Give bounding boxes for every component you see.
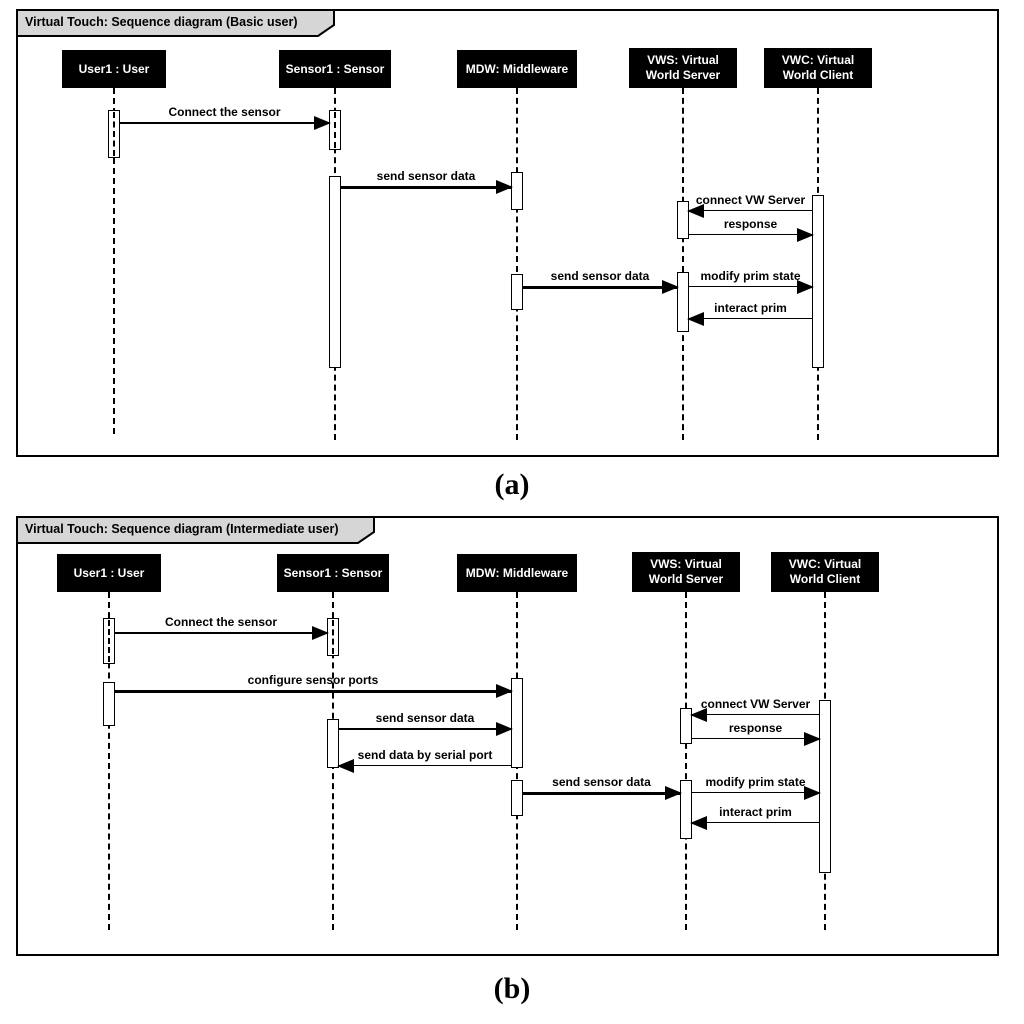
arrowhead-right-icon (797, 228, 814, 242)
message-label: send sensor data (376, 169, 476, 183)
activation-dash (113, 112, 115, 156)
activation-a-mdw-2 (511, 274, 523, 310)
arrowhead-left-icon (690, 708, 707, 722)
message-label: interact prim (714, 301, 787, 315)
message-line (115, 632, 327, 634)
arrowhead-right-icon (312, 626, 329, 640)
message-line (692, 714, 819, 715)
message-label: send sensor data (550, 269, 650, 283)
activation-a-vws-1 (677, 201, 689, 239)
message-label: send sensor data (552, 775, 651, 789)
message-line (692, 738, 819, 739)
arrowhead-left-icon (687, 204, 704, 218)
activation-b-mdw-2 (511, 780, 523, 816)
message-label: connect VW Server (700, 697, 811, 711)
panel-b-title: Virtual Touch: Sequence diagram (Interme… (25, 522, 339, 536)
message-label: interact prim (719, 805, 792, 819)
activation-b-user1-2 (103, 682, 115, 726)
message-label: response (723, 217, 778, 231)
caption-a: (a) (494, 468, 530, 501)
activation-a-sensor1-1 (329, 110, 341, 150)
message-label: modify prim state (700, 269, 801, 283)
panel-a-title: Virtual Touch: Sequence diagram (Basic u… (25, 15, 298, 29)
activation-a-vws-2 (677, 272, 689, 332)
arrowhead-right-icon (314, 116, 331, 130)
panel-b-title-tab: Virtual Touch: Sequence diagram (Interme… (16, 516, 376, 544)
message-line (689, 210, 812, 211)
message-line (523, 286, 677, 289)
lifeline-header-a-mdw: MDW: Middleware (457, 50, 577, 88)
message-label: configure sensor ports (247, 673, 379, 687)
lifeline-header-a-sensor1: Sensor1 : Sensor (279, 50, 391, 88)
activation-b-vws-2 (680, 780, 692, 839)
activation-dash (332, 620, 334, 654)
message-label: Connect the sensor (168, 105, 281, 119)
arrowhead-right-icon (662, 280, 679, 294)
arrowhead-right-icon (665, 786, 682, 800)
arrowhead-left-icon (687, 312, 704, 326)
lifeline-header-b-vws: VWS: Virtual World Server (632, 552, 740, 592)
message-line (523, 792, 680, 795)
lifeline-header-b-sensor1: Sensor1 : Sensor (277, 554, 389, 592)
message-line (339, 765, 511, 766)
panel-b-tab-shape-icon (16, 516, 375, 544)
message-line (341, 186, 511, 189)
message-line (692, 822, 819, 823)
lifeline-header-a-user1: User1 : User (62, 50, 166, 88)
message-label: Connect the sensor (164, 615, 278, 629)
arrowhead-right-icon (496, 684, 513, 698)
panel-a-title-tab: Virtual Touch: Sequence diagram (Basic u… (16, 9, 336, 37)
arrowhead-right-icon (496, 180, 513, 194)
message-line (120, 122, 329, 124)
lifeline-b-vws (685, 592, 687, 930)
lifeline-a-user1 (113, 88, 115, 434)
arrowhead-right-icon (804, 732, 821, 746)
lifeline-header-b-vwc: VWC: Virtual World Client (771, 552, 879, 592)
message-line (692, 792, 819, 793)
message-line (339, 728, 511, 730)
message-line (689, 234, 812, 235)
message-label: connect VW Server (695, 193, 806, 207)
message-label: response (728, 721, 783, 735)
activation-a-user1-1 (108, 110, 120, 158)
lifeline-header-a-vwc: VWC: Virtual World Client (764, 48, 872, 88)
arrowhead-right-icon (804, 786, 821, 800)
lifeline-a-vws (682, 88, 684, 440)
message-label: modify prim state (705, 775, 806, 789)
message-label: send sensor data (375, 711, 475, 725)
message-label: send data by serial port (357, 748, 493, 762)
lifeline-header-a-vws: VWS: Virtual World Server (629, 48, 737, 88)
lifeline-header-b-mdw: MDW: Middleware (457, 554, 577, 592)
activation-b-user1-1 (103, 618, 115, 664)
lifeline-a-mdw (516, 88, 518, 440)
panel-a-tab-shape-icon (16, 9, 335, 37)
arrowhead-right-icon (496, 722, 513, 736)
arrowhead-right-icon (797, 280, 814, 294)
message-line (689, 286, 812, 287)
lifeline-header-b-user1: User1 : User (57, 554, 161, 592)
activation-dash (334, 112, 336, 148)
activation-a-sensor1-2 (329, 176, 341, 368)
message-line (115, 690, 511, 693)
arrowhead-left-icon (337, 759, 354, 773)
lifeline-b-user1 (108, 592, 110, 930)
caption-b: (b) (493, 972, 531, 1005)
message-line (689, 318, 812, 319)
activation-b-vws-1 (680, 708, 692, 744)
arrowhead-left-icon (690, 816, 707, 830)
activation-dash (108, 620, 110, 662)
activation-b-sensor1-2 (327, 719, 339, 768)
